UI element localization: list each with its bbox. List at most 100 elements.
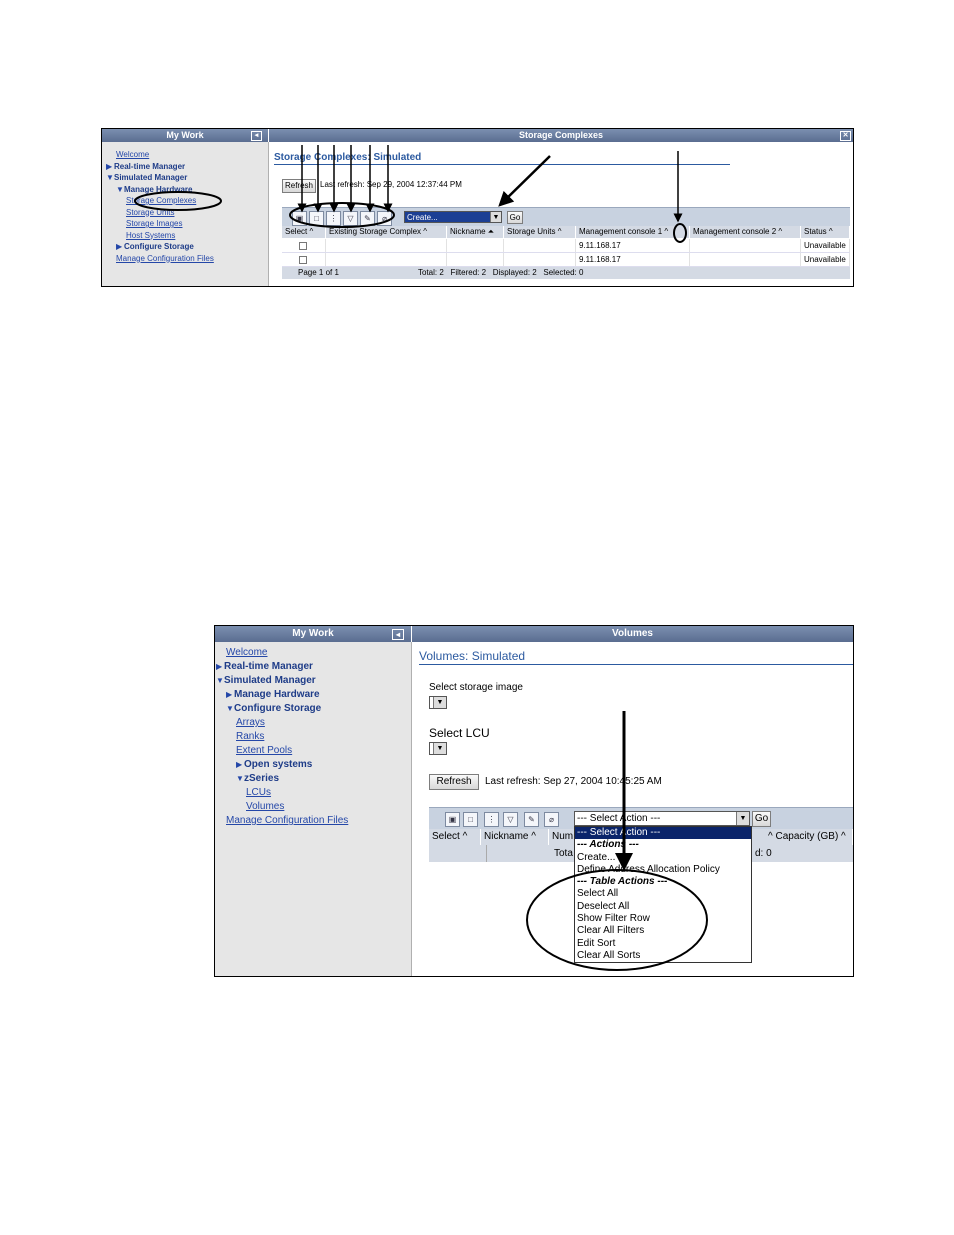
refresh-button[interactable]: Refresh xyxy=(429,774,479,790)
close-icon[interactable]: ✕ xyxy=(840,131,851,141)
main-title: Volumes xyxy=(612,628,653,639)
tree-item-real-time-manager[interactable]: ▶Real-time Manager xyxy=(106,161,186,171)
sidebar xyxy=(102,142,269,286)
expand-down-icon[interactable]: ▼ xyxy=(216,676,224,685)
expand-down-icon[interactable]: ▼ xyxy=(106,173,114,182)
column-header-status[interactable]: Status ^ xyxy=(801,226,850,238)
dropdown-option-clear-all-sorts[interactable]: Clear All Sorts xyxy=(577,949,641,961)
select-all-icon[interactable]: ▣ xyxy=(292,211,307,226)
tree-item-ranks[interactable]: Ranks xyxy=(236,731,265,742)
page-indicator: Page 1 of 1 xyxy=(298,268,339,277)
column-header-existing-storage-complex[interactable]: Existing Storage Complex ^ xyxy=(326,226,447,238)
tree-item-storage-complexes[interactable]: Storage Complexes xyxy=(126,196,197,205)
expand-right-icon[interactable]: ▶ xyxy=(106,161,113,171)
expand-down-icon[interactable]: ▼ xyxy=(236,774,244,783)
tree-item-storage-units[interactable]: Storage Units xyxy=(126,207,175,217)
column-header-select[interactable]: Select ^ xyxy=(429,829,481,845)
tree-item-manage-hardware[interactable]: ▶Manage Hardware xyxy=(226,689,320,700)
dropdown-option-actions: --- Actions --- xyxy=(577,839,639,851)
tree-item-welcome[interactable]: Welcome xyxy=(116,150,150,159)
clear-filters-icon[interactable]: ▽ xyxy=(503,812,518,827)
expand-down-icon[interactable]: ▼ xyxy=(226,704,234,713)
deselect-all-icon[interactable]: □ xyxy=(463,812,478,827)
tree-item-lcus[interactable]: LCUs xyxy=(246,787,272,798)
main-title: Storage Complexes xyxy=(518,130,604,140)
chevron-down-icon: ▼ xyxy=(490,212,501,222)
tree-item-welcome[interactable]: Welcome xyxy=(226,647,268,658)
action-select[interactable]: Create... ▼ xyxy=(404,211,502,223)
table-cell: Unavailable xyxy=(804,255,846,264)
row-checkbox[interactable] xyxy=(299,242,307,250)
tree-item-manage-hardware[interactable]: ▼Manage Hardware xyxy=(116,184,193,194)
chevron-down-icon: ▼ xyxy=(433,697,446,708)
tree-item-open-systems[interactable]: ▶Open systems xyxy=(236,759,313,770)
edit-sort-icon[interactable]: ✎ xyxy=(524,812,539,827)
dropdown-option-select-all[interactable]: Select All xyxy=(577,888,619,900)
column-header-nickname[interactable]: Nickname ^ xyxy=(481,829,549,845)
table-cell: 9.11.168.17 xyxy=(579,255,621,264)
column-header-management-console-2[interactable]: Management console 2 ^ xyxy=(690,226,801,238)
dropdown-option-deselect-all[interactable]: Deselect All xyxy=(577,900,630,912)
table-footer: Page 1 of 1 Total: 2 Filtered: 2 Display… xyxy=(282,267,850,279)
dropdown-option-show-filter-row[interactable]: Show Filter Row xyxy=(577,913,650,925)
tree-item-host-systems[interactable]: Host Systems xyxy=(126,230,176,240)
last-refresh-text: Last refresh: Sep 27, 2004 10:45:25 AM xyxy=(485,776,662,787)
column-header-nickname[interactable]: Nickname ⏶ xyxy=(447,226,504,238)
edit-sort-icon[interactable]: ✎ xyxy=(360,211,375,226)
lcu-select[interactable]: ▼ xyxy=(429,742,447,755)
column-header-capacity[interactable]: ^ Capacity (GB) ^ xyxy=(765,829,853,845)
select-storage-image-label: Select storage image xyxy=(429,682,523,693)
tree-item-configure-storage[interactable]: ▼Configure Storage xyxy=(226,703,322,714)
select-all-icon[interactable]: ▣ xyxy=(445,812,460,827)
clear-sorts-icon[interactable]: ⌀ xyxy=(377,211,392,226)
tree-item-simulated-manager[interactable]: ▼Simulated Manager xyxy=(216,675,316,686)
go-button[interactable]: Go xyxy=(507,211,523,224)
tree-item-zseries[interactable]: ▼zSeries xyxy=(236,773,280,784)
show-filter-icon[interactable]: ⋮ xyxy=(484,812,499,827)
collapse-panel-icon[interactable]: ◂ xyxy=(392,629,404,640)
expand-right-icon[interactable]: ▶ xyxy=(236,760,243,769)
expand-right-icon[interactable]: ▶ xyxy=(116,242,123,251)
tree-item-extent-pools[interactable]: Extent Pools xyxy=(236,745,293,756)
volumes-screenshot: My Work ◂ Volumes Welcome▶Real-time Mana… xyxy=(214,625,854,977)
expand-right-icon[interactable]: ▶ xyxy=(216,662,223,671)
table-toolbar: ▣ □ ⋮ ▽ ✎ ⌀ Create... ▼ Go xyxy=(282,207,850,227)
dropdown-option-clear-all-filters[interactable]: Clear All Filters xyxy=(577,925,645,937)
expand-down-icon[interactable]: ▼ xyxy=(116,184,124,194)
dropdown-option-edit-sort[interactable]: Edit Sort xyxy=(577,937,616,949)
storage-image-select[interactable]: ▼ xyxy=(429,696,447,709)
table-toolbar: ▣ □ ⋮ ▽ ✎ ⌀ --- Select Action --- ▼ Go xyxy=(429,807,853,830)
table-cell: Unavailable xyxy=(804,241,846,250)
tree-item-manage-configuration-files[interactable]: Manage Configuration Files xyxy=(116,253,214,263)
tree-item-simulated-manager[interactable]: ▼Simulated Manager xyxy=(106,173,188,182)
refresh-button[interactable]: Refresh xyxy=(282,179,316,193)
navigation-tree: Welcome ▶Real-time Manager ▼Simulated Mana… xyxy=(106,149,214,264)
table-selected: d: 0 xyxy=(755,848,772,859)
tree-item-volumes[interactable]: Volumes xyxy=(246,801,285,812)
column-header-storage-units[interactable]: Storage Units ^ xyxy=(504,226,576,238)
column-header-management-console-1[interactable]: Management console 1 ^ xyxy=(576,226,690,238)
tree-item-storage-images[interactable]: Storage Images xyxy=(126,219,183,228)
deselect-all-icon[interactable]: □ xyxy=(309,211,324,226)
clear-sorts-icon[interactable]: ⌀ xyxy=(544,812,559,827)
tree-item-configure-storage[interactable]: ▶Configure Storage xyxy=(116,242,194,251)
dropdown-option-define-address-allocation-policy[interactable]: Define Address Allocation Policy xyxy=(577,863,720,875)
tree-item-real-time-manager[interactable]: ▶Real-time Manager xyxy=(216,661,313,672)
column-header-select[interactable]: Select ^ xyxy=(282,226,326,238)
dropdown-option-create[interactable]: Create... xyxy=(577,851,616,863)
go-button[interactable]: Go xyxy=(752,811,771,827)
chevron-down-icon: ▼ xyxy=(433,743,446,754)
dropdown-option-select-action[interactable]: --- Select Action --- xyxy=(575,827,751,840)
table-row[interactable]: 9.11.168.17 Unavailable xyxy=(282,253,850,267)
show-filter-icon[interactable]: ⋮ xyxy=(326,211,341,226)
row-checkbox[interactable] xyxy=(299,256,307,264)
expand-right-icon[interactable]: ▶ xyxy=(226,690,233,699)
action-select[interactable]: --- Select Action --- ▼ xyxy=(574,811,750,826)
tree-item-manage-configuration-files[interactable]: Manage Configuration Files xyxy=(226,815,349,826)
sidebar-titlebar: My Work ◂ xyxy=(102,129,268,142)
clear-filters-icon[interactable]: ▽ xyxy=(343,211,358,226)
collapse-panel-icon[interactable]: ◂ xyxy=(251,131,262,141)
tree-item-arrays[interactable]: Arrays xyxy=(236,717,265,728)
chevron-down-icon: ▼ xyxy=(736,812,749,825)
